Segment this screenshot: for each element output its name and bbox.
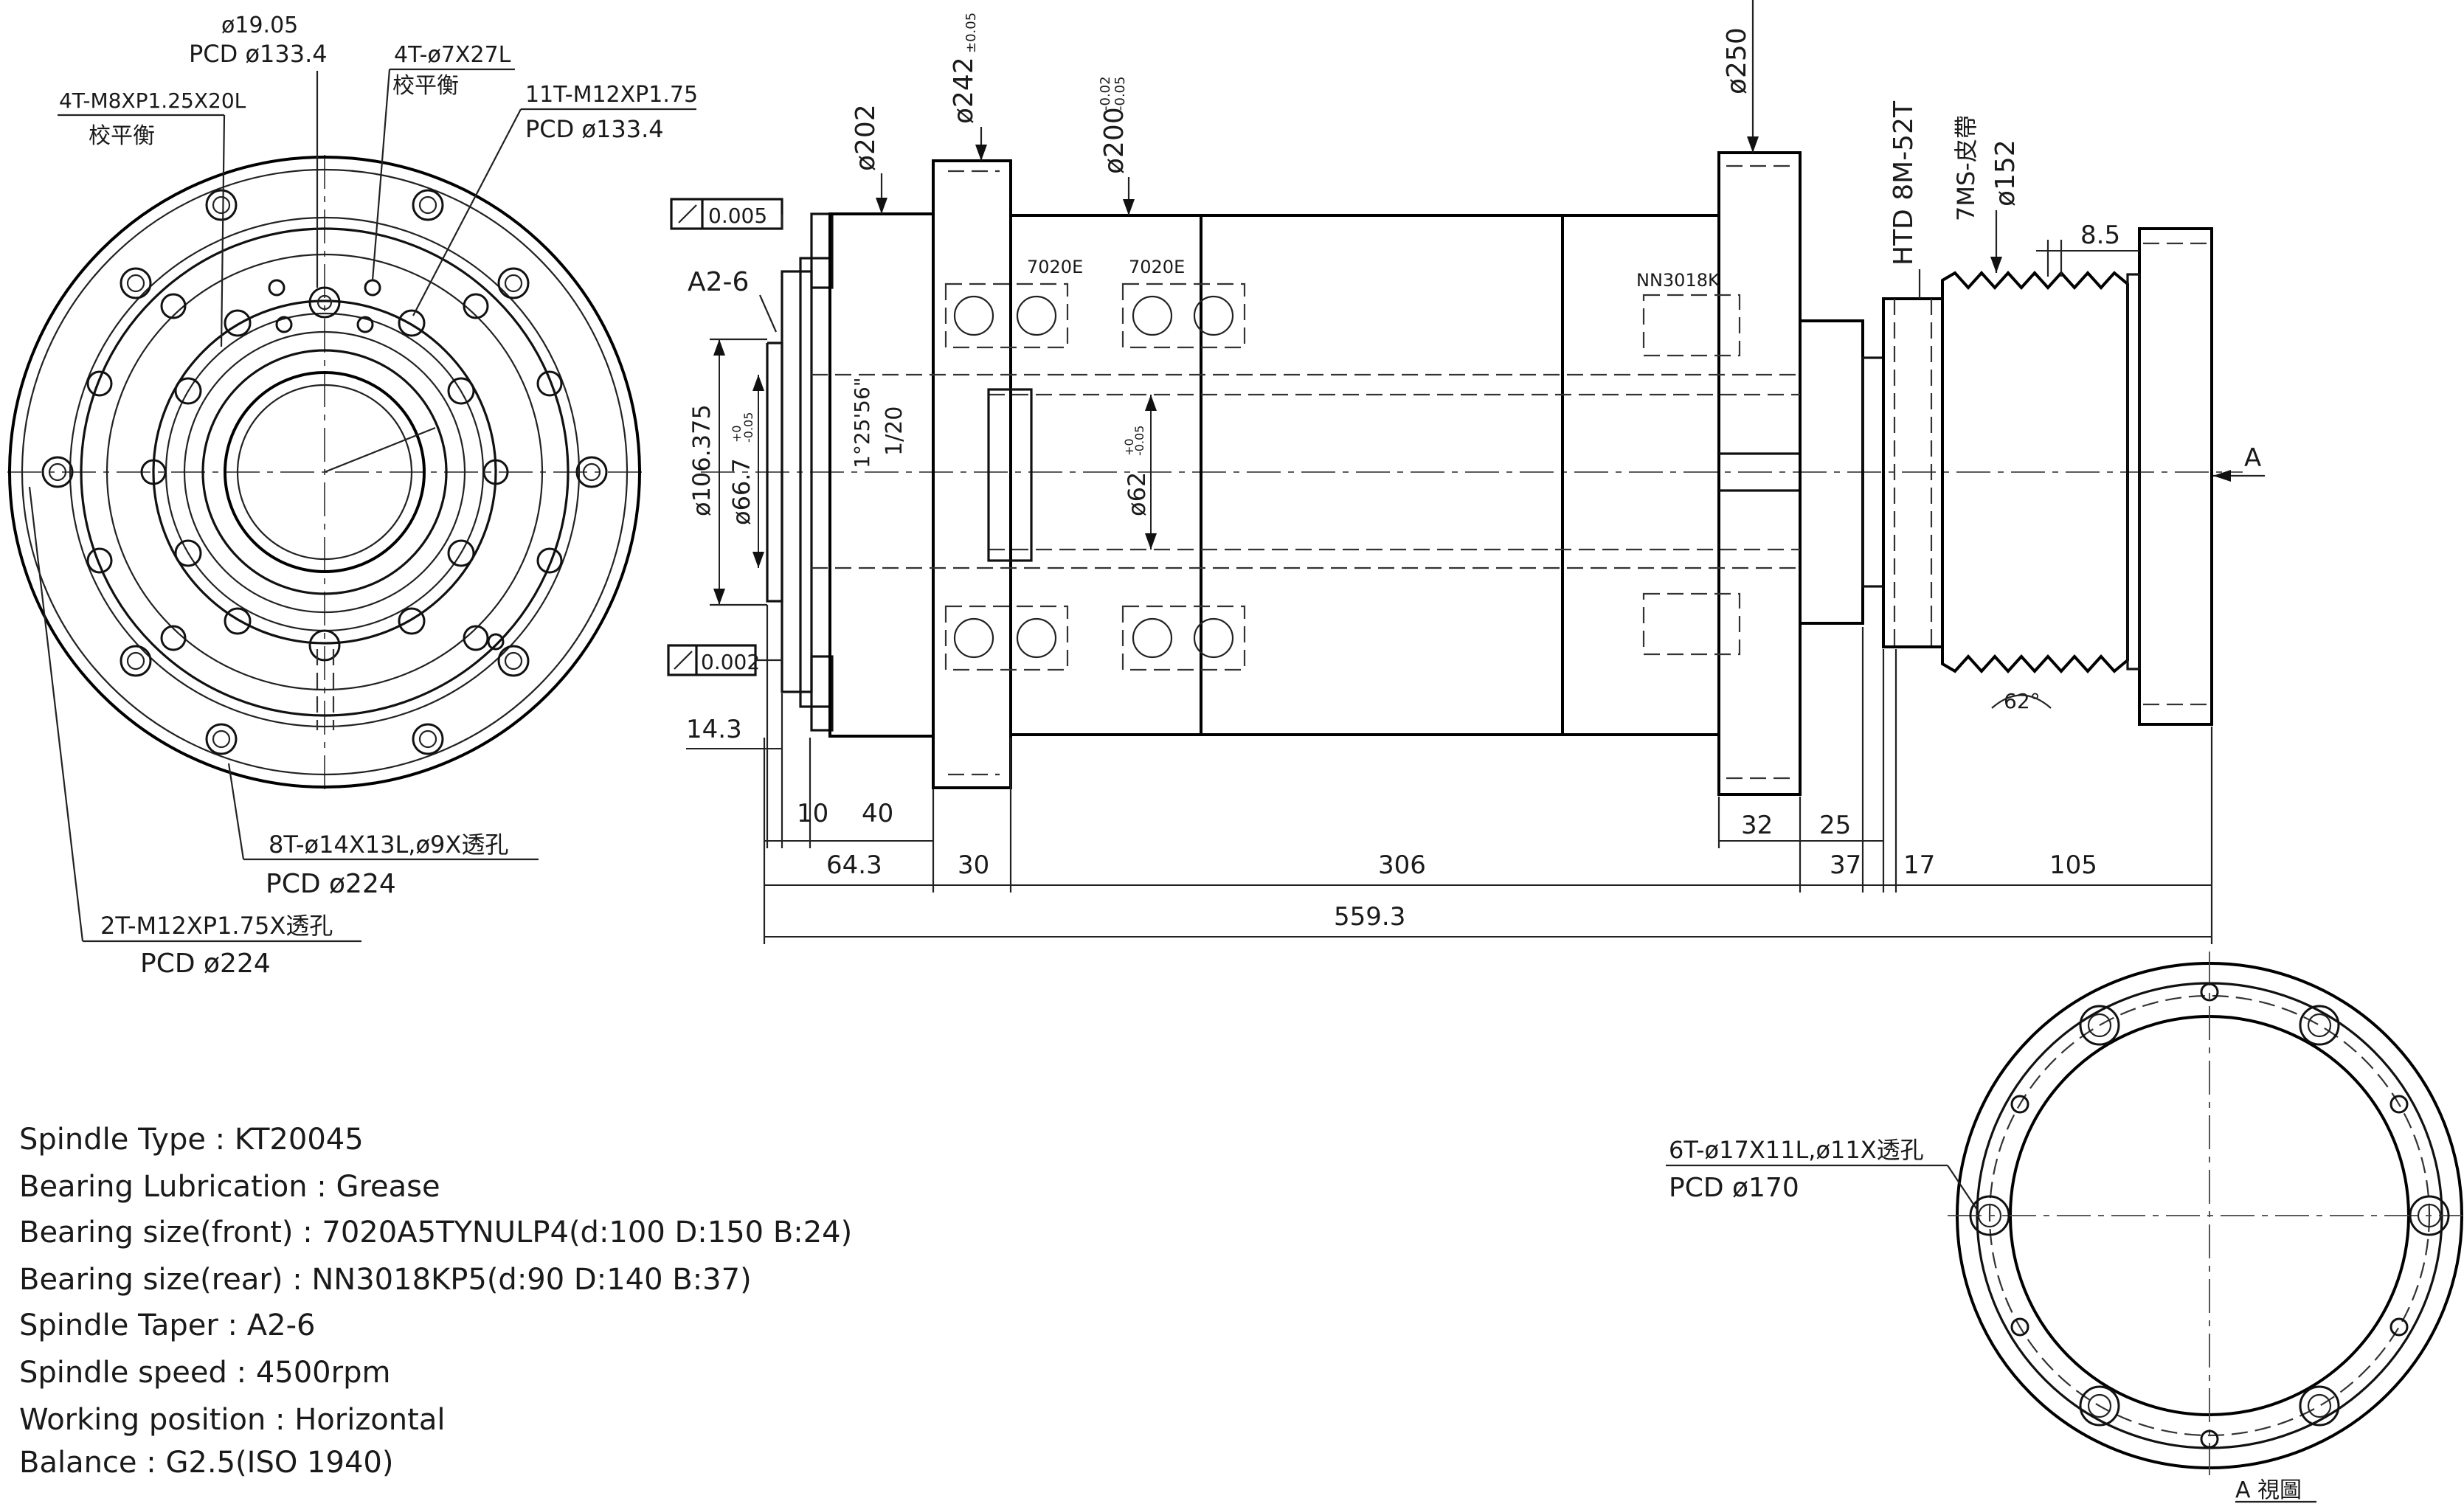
bearings — [944, 164, 1793, 780]
dim-105: 105 — [2049, 850, 2097, 880]
dim-64-3: 64.3 — [826, 850, 882, 880]
rear-holes — [1969, 983, 2450, 1449]
dia-250: ø250 — [1722, 27, 1752, 94]
runout-front: 0.005 — [708, 204, 767, 228]
callout-balance-tap: 4T-M8XP1.25X20L — [59, 89, 246, 113]
callout-balance-pin-note: 校平衡 — [392, 73, 459, 99]
dia-200-tol-lower: -0.05 — [1112, 76, 1128, 111]
callout-tap-through-pcd: PCD ø224 — [140, 949, 271, 979]
spec-lubrication: Bearing Lubrication : Grease — [19, 1170, 440, 1204]
callout-thread: 11T-M12XP1.75 — [525, 82, 698, 108]
dia-66: ø66.7 — [727, 458, 755, 525]
dia-242: ø242 — [949, 57, 979, 124]
side-view: 7020E 7020E NN3018K 0.005 0.002 A2-6 ø20… — [667, 0, 2265, 944]
callout-hole-dia: ø19.05 — [221, 13, 298, 38]
dim-17: 17 — [1903, 850, 1935, 880]
bearing-front-2-label: 7020E — [1129, 257, 1185, 277]
taper-ratio: 1/20 — [882, 406, 907, 456]
dim-37: 37 — [1830, 850, 1861, 880]
runout-rear: 0.002 — [701, 650, 760, 674]
spec-taper: Spindle Taper : A2-6 — [19, 1309, 315, 1342]
bearing-front-1-label: 7020E — [1027, 257, 1083, 277]
dim-10: 10 — [797, 799, 828, 828]
spec-bearing-rear: Bearing size(rear) : NN3018KP5(d:90 D:14… — [19, 1263, 752, 1297]
taper-label: A2-6 — [688, 267, 749, 297]
spec-working-position: Working position : Horizontal — [19, 1403, 445, 1437]
dim-25: 25 — [1819, 811, 1851, 840]
rear-view: 6T-ø17X11L,ø11X透孔 PCD ø170 A 視圖 — [1666, 952, 2463, 1503]
dia-66-tol-upper: +0 — [730, 425, 744, 443]
callout-thread-pcd: PCD ø133.4 — [525, 115, 664, 143]
dia-200: ø200 — [1099, 107, 1129, 174]
callout-balance-tap-note: 校平衡 — [89, 123, 155, 149]
dim-40: 40 — [862, 799, 893, 828]
pulley-htd: HTD 8M-52T — [1889, 100, 1919, 266]
callout-bolt: 8T-ø14X13L,ø9X透孔 — [269, 831, 508, 859]
dia-106: ø106.375 — [688, 404, 716, 516]
dia-62: ø62 — [1123, 472, 1151, 516]
dia-200-tol-upper: -0.02 — [1098, 76, 1113, 111]
rear-view-label: A 視圖 — [2235, 1477, 2302, 1503]
dia-66-tol-lower: -0.05 — [741, 412, 755, 443]
dim-306: 306 — [1378, 850, 1426, 880]
outer-bolt-holes — [41, 189, 608, 755]
bearing-rear-label: NN3018K — [1636, 270, 1720, 291]
groove-angle: 62° — [2004, 689, 2041, 713]
callout-balance-pin: 4T-ø7X27L — [394, 42, 511, 68]
dim-total: 559.3 — [1334, 902, 1405, 932]
callout-tap-through: 2T-M12XP1.75X透孔 — [100, 912, 333, 940]
view-arrow-label: A — [2244, 443, 2261, 473]
front-view: ø19.05 PCD ø133.4 4T-ø7X27L 校平衡 4T-M8XP1… — [7, 13, 698, 979]
rear-callout-pcd: PCD ø170 — [1669, 1173, 1799, 1203]
callout-hole-pcd: PCD ø133.4 — [189, 40, 328, 68]
taper-angle: 1°25'56" — [850, 377, 874, 468]
spec-speed: Spindle speed : 4500rpm — [19, 1356, 390, 1390]
dim-30: 30 — [958, 850, 989, 880]
dim-32: 32 — [1741, 811, 1773, 840]
callout-bolt-pcd: PCD ø224 — [266, 869, 396, 899]
inner-pcd-holes — [174, 279, 505, 662]
rear-callout-holes: 6T-ø17X11L,ø11X透孔 — [1669, 1136, 1924, 1164]
dia-62-tol-lower: -0.05 — [1132, 426, 1146, 456]
spec-list: Spindle Type : KT20045 Bearing Lubricati… — [19, 1123, 852, 1480]
dia-202: ø202 — [851, 104, 881, 171]
spec-bearing-front: Bearing size(front) : 7020A5TYNULP4(d:10… — [19, 1216, 852, 1250]
spec-spindle-type: Spindle Type : KT20045 — [19, 1123, 364, 1157]
dia-242-tol: ±0.05 — [963, 13, 979, 53]
pulley-dia: ø152 — [1990, 139, 2021, 207]
dia-62-tol-upper: +0 — [1122, 438, 1136, 456]
spec-balance: Balance : G2.5(ISO 1940) — [19, 1446, 393, 1480]
dimension-lines — [686, 605, 2213, 944]
middle-ring-holes — [86, 293, 563, 651]
dim-14-3: 14.3 — [686, 715, 742, 744]
groove-pitch: 8.5 — [2080, 221, 2120, 250]
pulley-ms: 7MS-皮帶 — [1952, 115, 1980, 221]
